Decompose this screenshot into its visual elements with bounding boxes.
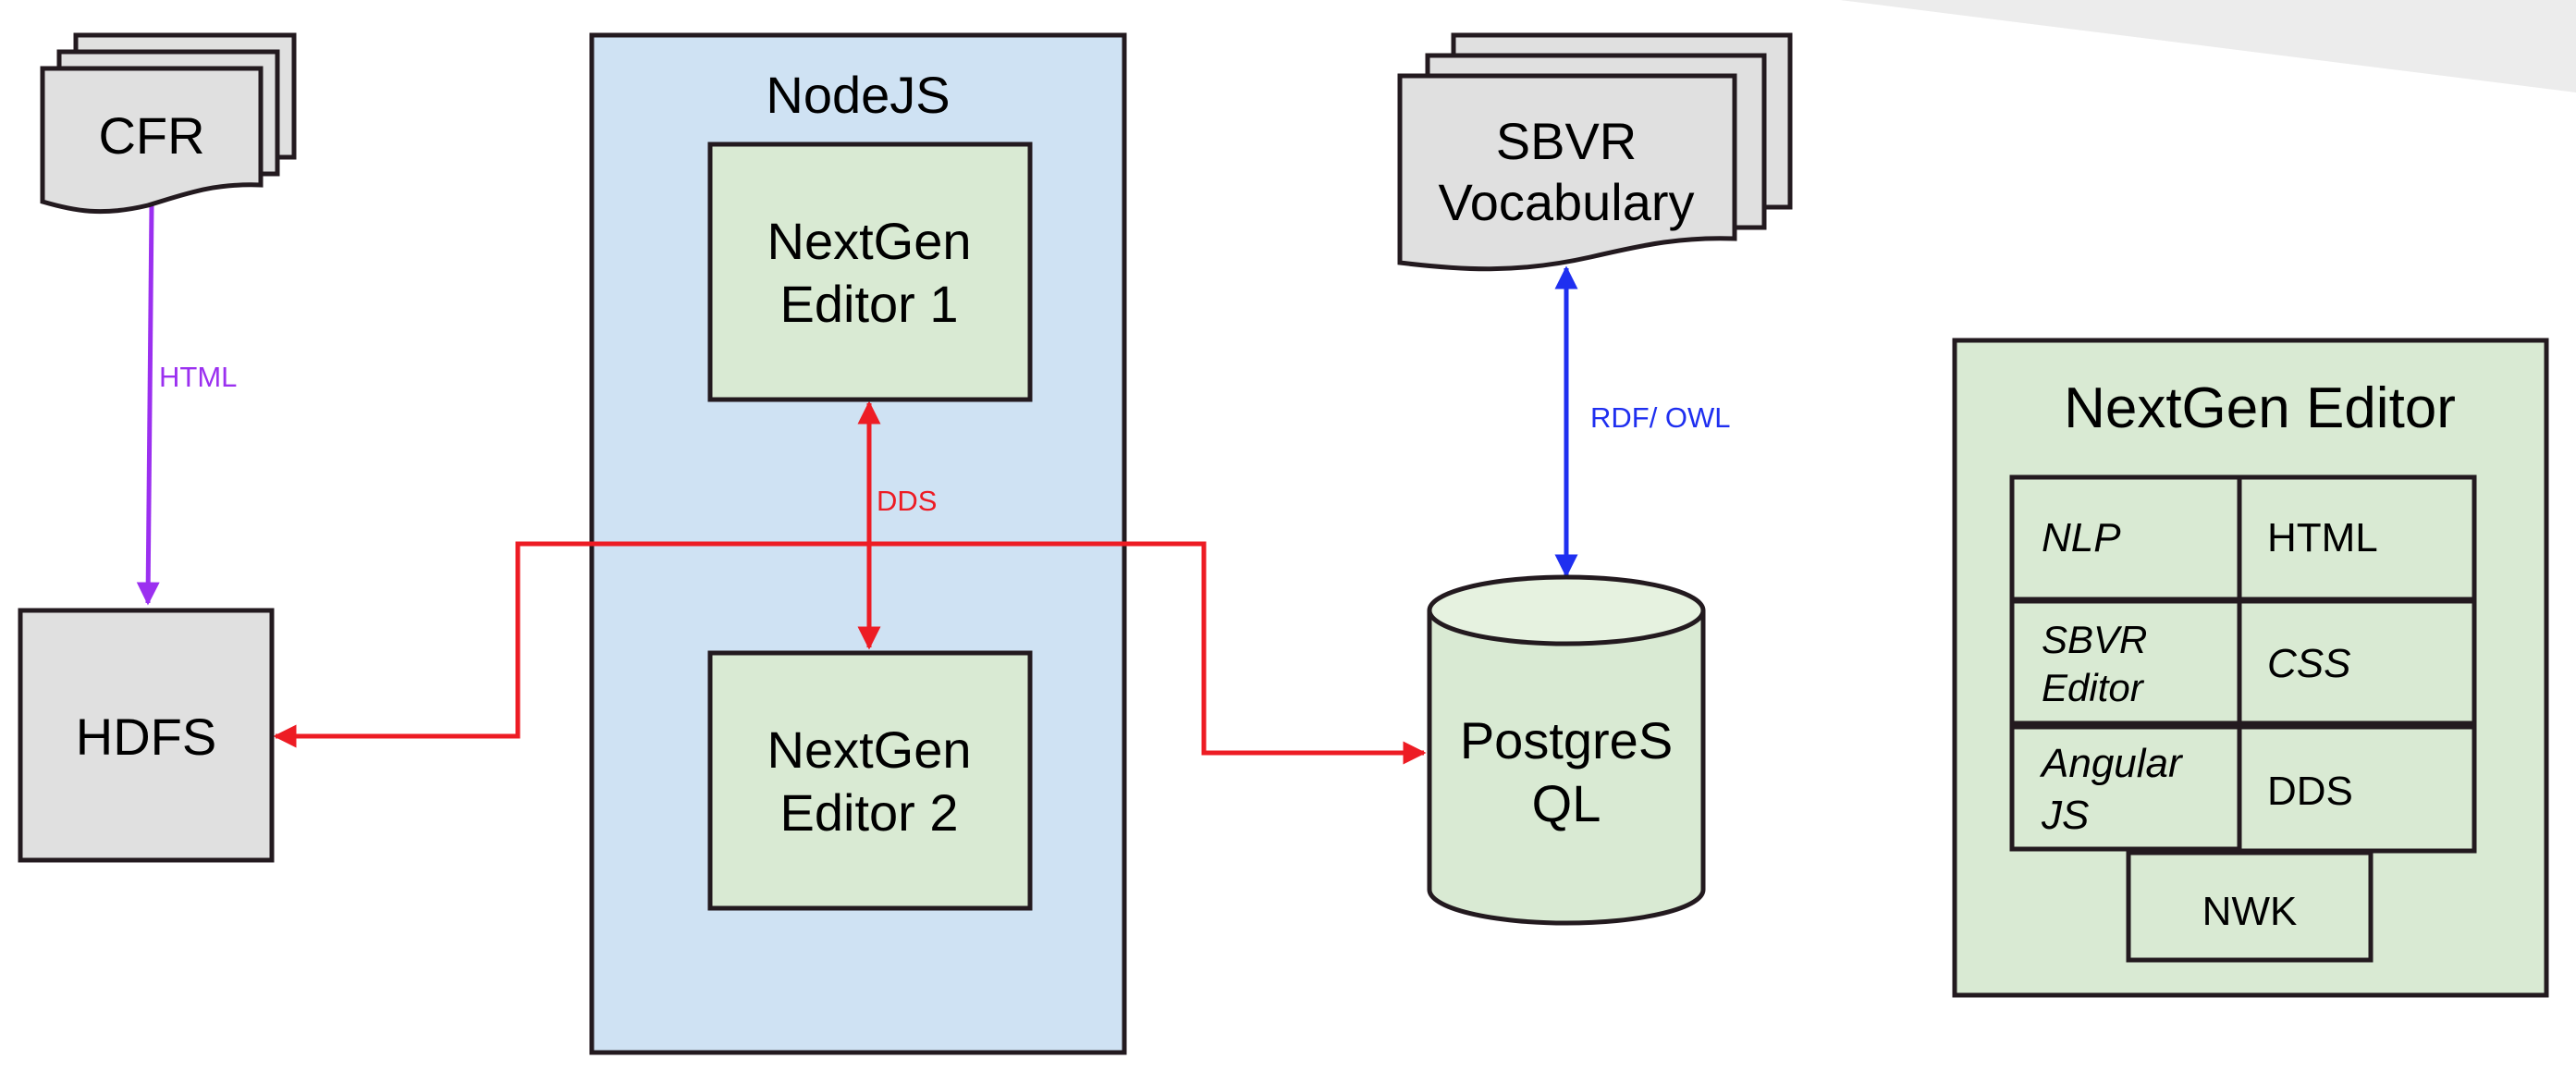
nextgen-editor-1-box: NextGen Editor 1 bbox=[707, 142, 1033, 402]
sbvr-label-line2: Vocabulary bbox=[1438, 173, 1694, 231]
legend-cell-dds bbox=[2237, 724, 2477, 854]
edge-cfr-hdfs bbox=[136, 204, 160, 606]
legend-cell-angular bbox=[2009, 724, 2242, 852]
cfr-document-stack: CFR bbox=[40, 32, 297, 215]
cfr-label: CFR bbox=[98, 106, 204, 165]
legend-text-dds: DDS bbox=[2267, 769, 2353, 814]
editor1-label-line1: NextGen bbox=[767, 212, 972, 270]
legend-text-nlp: NLP bbox=[2042, 515, 2121, 560]
editor2-label-line1: NextGen bbox=[767, 720, 972, 779]
edge-label-html: HTML bbox=[159, 361, 237, 393]
legend-text-sbvr: SBVR bbox=[2042, 618, 2147, 661]
legend-title: NextGen Editor bbox=[2064, 376, 2456, 440]
postgres-label-line2: QL bbox=[1532, 774, 1601, 832]
hdfs-label: HDFS bbox=[76, 708, 216, 766]
postgresql-cylinder: PostgreS QL bbox=[1427, 574, 1706, 926]
sbvr-label-line1: SBVR bbox=[1496, 112, 1638, 170]
nodejs-title: NodeJS bbox=[766, 66, 950, 124]
legend-text-editor: Editor bbox=[2042, 666, 2145, 709]
legend-text-css: CSS bbox=[2267, 641, 2350, 686]
hdfs-box: HDFS bbox=[18, 608, 275, 863]
legend-text-html: HTML bbox=[2267, 515, 2378, 560]
background-shape bbox=[1840, 0, 2576, 92]
edge-label-dds: DDS bbox=[877, 485, 937, 517]
postgres-label-line1: PostgreS bbox=[1460, 711, 1673, 769]
legend-cell-nlp bbox=[2009, 474, 2242, 602]
editor1-label-line2: Editor 1 bbox=[780, 275, 959, 333]
legend-cell-css bbox=[2237, 598, 2477, 726]
legend-text-js: JS bbox=[2041, 793, 2089, 838]
nextgen-editor-2-box: NextGen Editor 2 bbox=[707, 650, 1033, 911]
legend-text-nwk: NWK bbox=[2202, 889, 2298, 934]
legend-cell-nwk bbox=[2126, 850, 2374, 963]
nextgen-editor-legend: NextGen Editor NLP HTML SBVR Editor CSS … bbox=[1952, 338, 2549, 998]
sbvr-document-stack: SBVR Vocabulary bbox=[1397, 32, 1793, 272]
legend-cell-sbvr-editor bbox=[2009, 598, 2242, 726]
edge-label-rdf-owl: RDF/ OWL bbox=[1590, 401, 1731, 434]
edge-hdfs-postgres bbox=[273, 541, 1427, 765]
editor2-label-line2: Editor 2 bbox=[780, 783, 959, 842]
legend-text-angular: Angular bbox=[2039, 741, 2184, 786]
